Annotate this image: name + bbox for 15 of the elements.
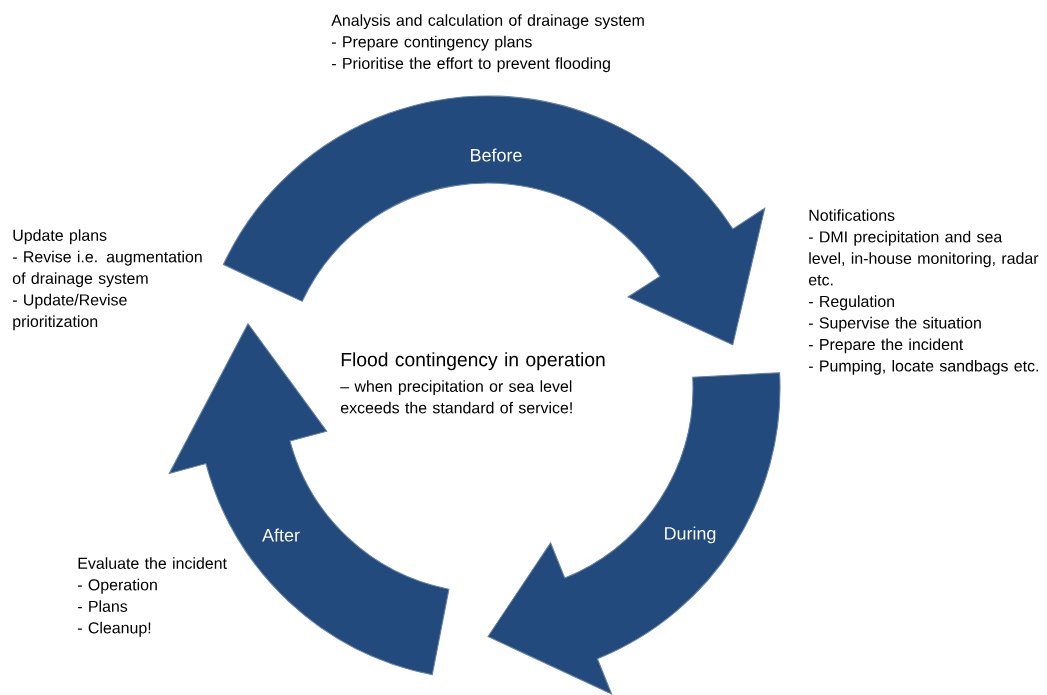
annotation-text: Notifications [809, 209, 895, 221]
annotation-text: - Plans [77, 600, 128, 612]
annotation-text: - Revise i.e. augmentation of drainage system [12, 250, 202, 288]
annotation-text: Update plans [13, 229, 107, 245]
annotation-text: - Prioritise the effort to prevent flooding [332, 57, 610, 73]
annotation-text: - DMI precipitation and sea level, in-house monitoring, radar etc. [808, 230, 1039, 286]
cycle-segment: Before [222, 95, 766, 346]
annotation-text: - Supervise the situation [808, 316, 981, 332]
annotation-text: - Prepare contingency plans [332, 35, 532, 51]
annotation-text: - Pumping, locate sandbags etc. [808, 359, 1039, 375]
annotation-text: - Update/Revise prioritization [12, 293, 127, 331]
annotation-text: Analysis and calculation of drainage system [331, 14, 644, 30]
annotation-text: - Prepare the incident [808, 338, 964, 354]
annotation-text: - Cleanup! [77, 621, 151, 637]
annotation-text: - Regulation [808, 295, 895, 311]
